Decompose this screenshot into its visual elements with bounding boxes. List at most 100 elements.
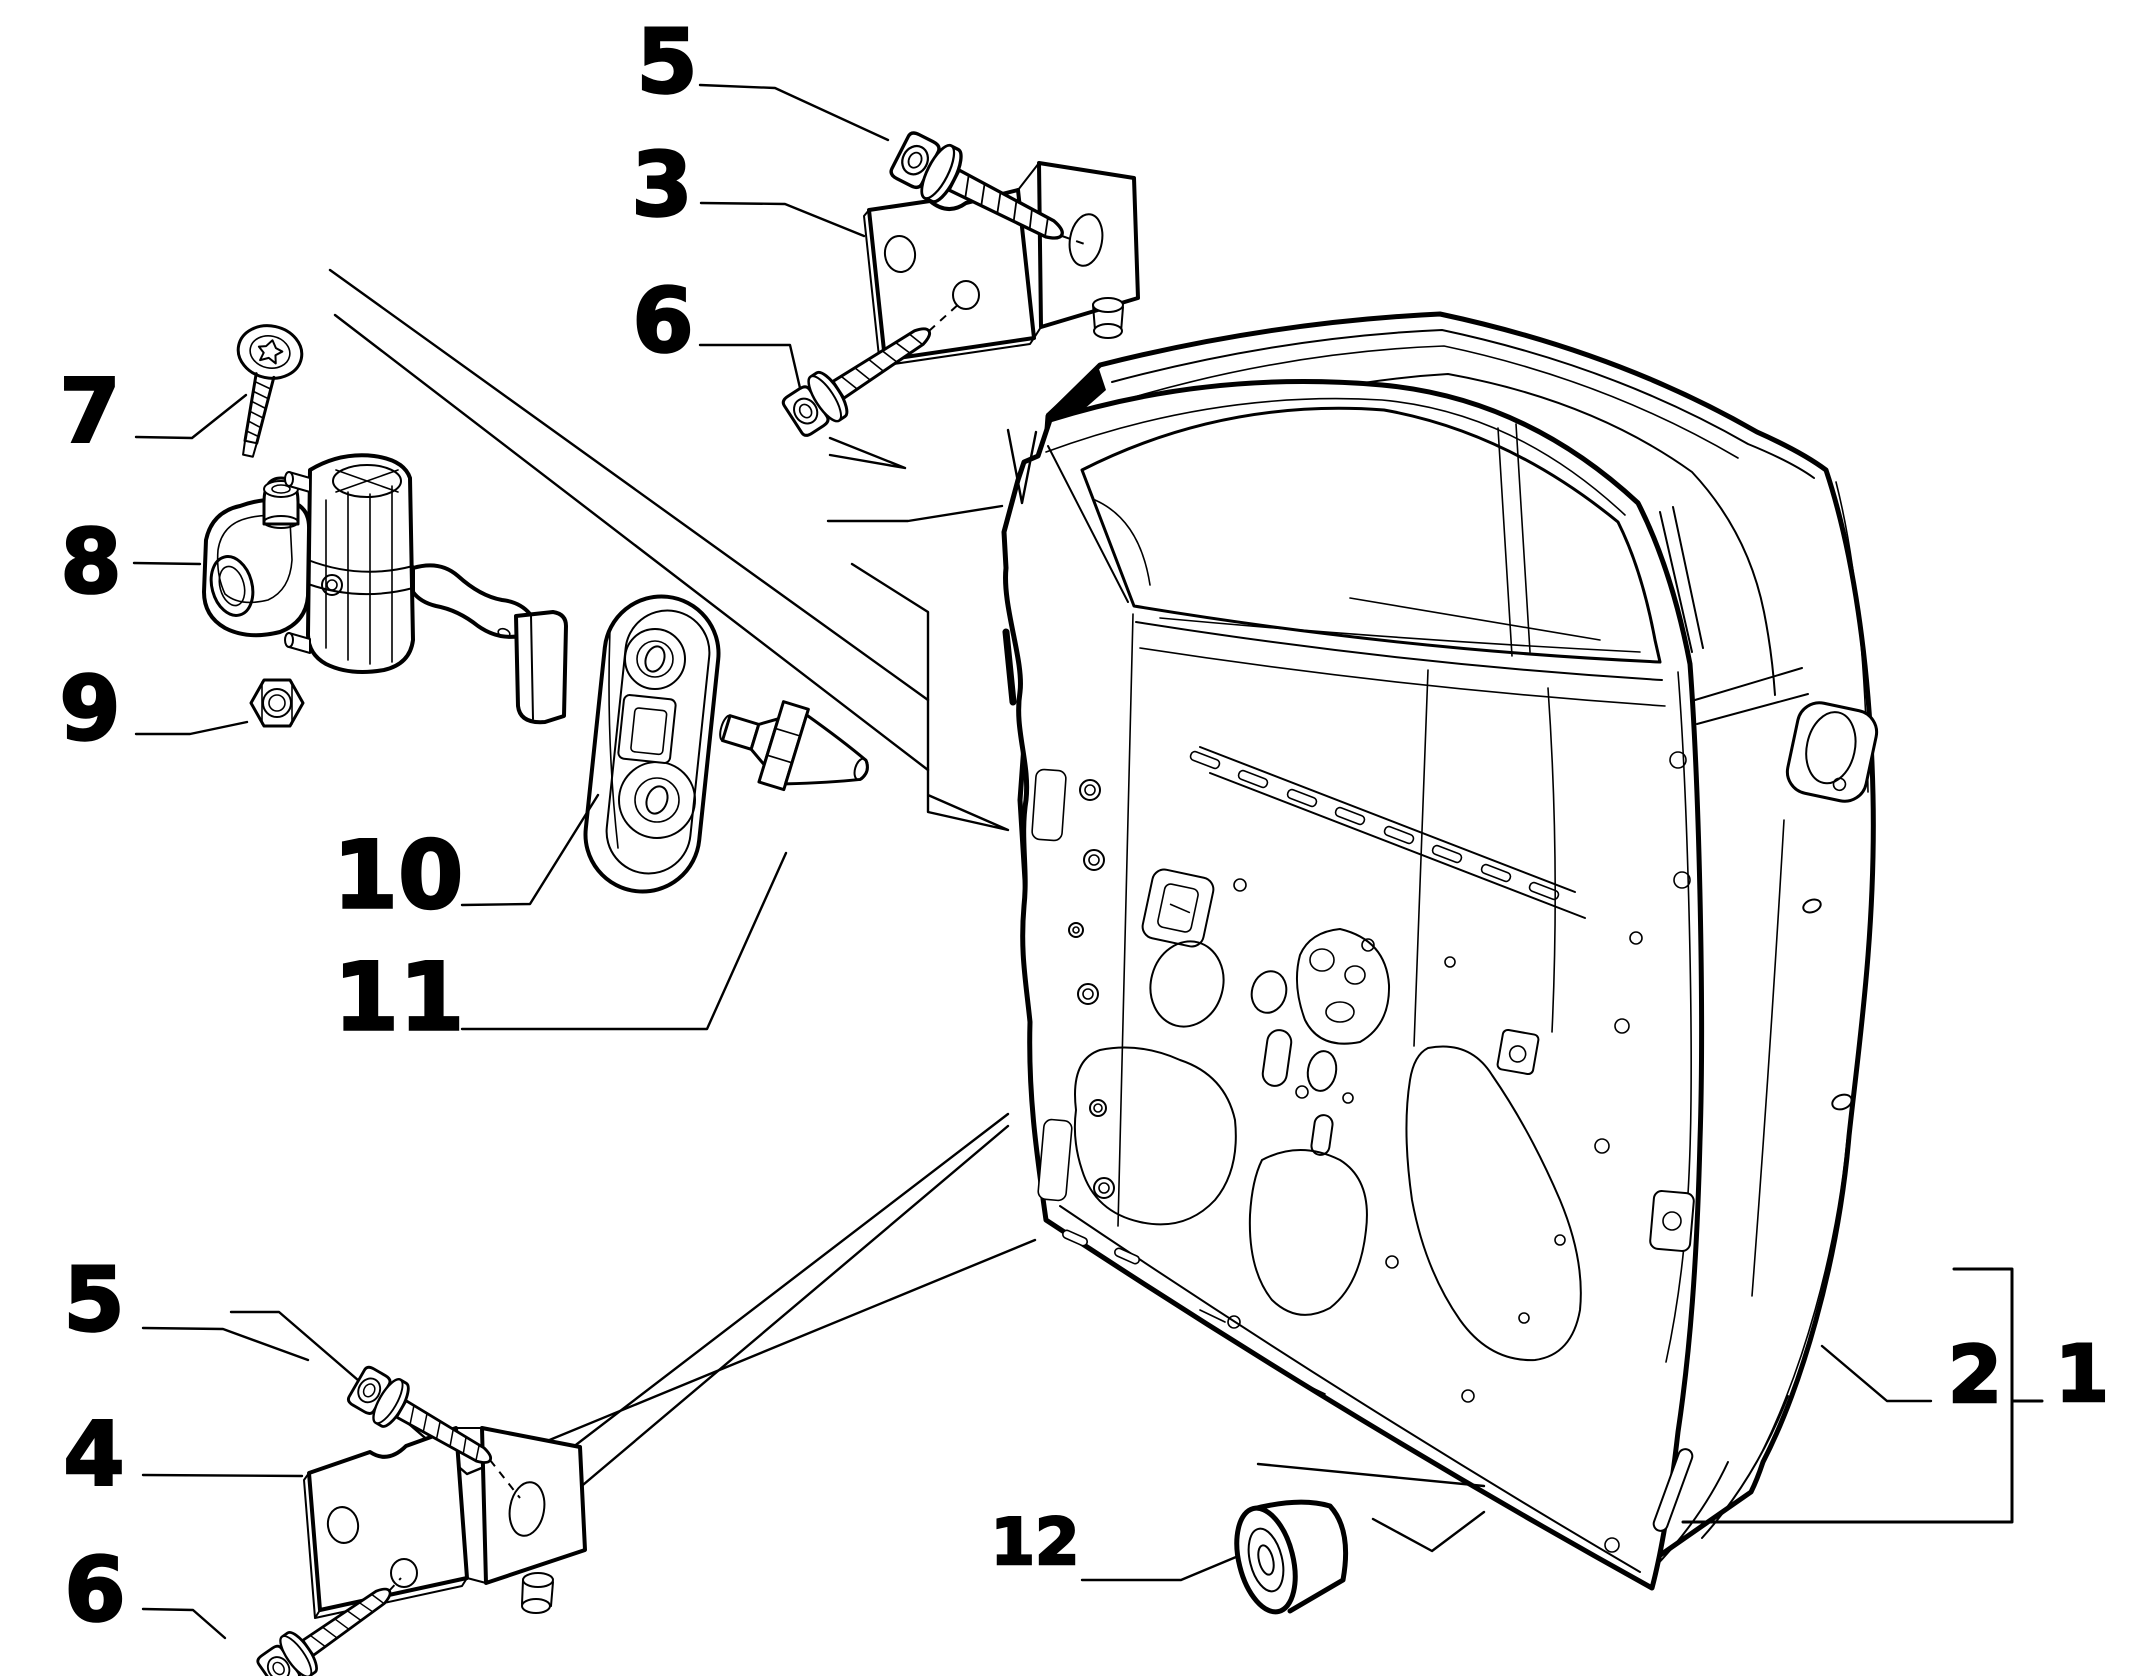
callout-label-8: 8 xyxy=(60,511,121,614)
lower-group-line-c xyxy=(556,1124,1010,1508)
bolt-axis-dash xyxy=(388,1577,402,1592)
buffer-pointer-a xyxy=(1256,1462,1486,1488)
check-strap-end xyxy=(514,610,568,725)
outer-skin-crease xyxy=(1751,819,1785,1297)
upper-group-arrow xyxy=(828,436,907,470)
leader-9 xyxy=(134,720,249,736)
lower-group-line-b xyxy=(528,1112,1010,1482)
leader-4 xyxy=(141,1473,304,1478)
bracket-1 xyxy=(1681,1267,2044,1524)
lower-front-cutout xyxy=(1073,1046,1237,1226)
mid-crease xyxy=(1413,669,1429,1047)
upper-group-elbow xyxy=(826,504,1004,523)
callout-label-7: 7 xyxy=(59,360,120,463)
latch-hole xyxy=(1662,1211,1682,1231)
rear-drain-slot xyxy=(1652,1448,1694,1532)
part-door-check-group xyxy=(202,324,869,894)
latch-reinforcement xyxy=(1496,1028,1540,1076)
leader-12 xyxy=(1080,1555,1238,1582)
rear-edge-inner-line xyxy=(1665,671,1692,1363)
leader-6-bottom xyxy=(141,1607,227,1640)
handle-cutout xyxy=(1141,868,1215,948)
callout-label-1: 1 xyxy=(2055,1330,2109,1420)
rear-crease xyxy=(1547,687,1556,1033)
regulator-cutout xyxy=(1296,928,1391,1045)
front-edge-reinforcement xyxy=(1002,628,1017,706)
sill-slot xyxy=(1113,1247,1141,1265)
outer-beltline-stub xyxy=(1694,667,1809,725)
bolt-axis-dash xyxy=(928,301,962,332)
check-strap-stud xyxy=(719,700,869,792)
check-group-diagonal-b xyxy=(333,313,930,772)
leader-5-bottom xyxy=(141,1326,310,1362)
lower-mid-cutout xyxy=(1248,1149,1368,1316)
quarter-channel-line xyxy=(1094,499,1151,586)
check-anchor-plate xyxy=(583,594,721,894)
beltline-line xyxy=(1135,621,1663,681)
leader-5-top xyxy=(698,83,890,142)
sill-slot xyxy=(1061,1229,1089,1247)
outer-lock-hole xyxy=(1802,898,1822,914)
front-crease xyxy=(1117,613,1134,1227)
callout-label-6-bottom: 6 xyxy=(64,1539,125,1642)
beltline-line2 xyxy=(1139,647,1666,707)
callout-label-5-top: 5 xyxy=(636,11,697,114)
callout-label-5-bottom: 5 xyxy=(63,1249,124,1352)
window-frame-front-line xyxy=(1047,445,1129,603)
torx-screw xyxy=(236,324,304,458)
sill-inner-line xyxy=(1059,1205,1641,1573)
pillar-sash-lines xyxy=(1659,506,1704,653)
leader-6-top xyxy=(698,343,802,390)
lower-group-line-a xyxy=(229,1238,1037,1476)
upper-hinge-bracket xyxy=(863,161,1140,367)
front-edge-grommets xyxy=(1068,779,1115,1199)
check-strap-arm xyxy=(411,563,532,639)
leader-10 xyxy=(460,793,600,907)
part-upper-hinge-group xyxy=(777,124,1140,443)
check-group-diagonal-a xyxy=(328,268,930,702)
bolt-axis-dash xyxy=(1061,235,1091,247)
sill-ticks xyxy=(1199,1309,1326,1395)
hex-nut xyxy=(249,678,305,728)
sash-channel-lines xyxy=(1497,423,1531,657)
callout-label-9: 9 xyxy=(59,658,120,761)
check-group-bracket xyxy=(850,562,1010,832)
callout-label-12: 12 xyxy=(990,1506,1079,1580)
panel-holes xyxy=(1227,751,1691,1553)
window-opening xyxy=(1080,406,1662,664)
latch-cutout xyxy=(1649,1190,1695,1252)
hinge-pocket-upper xyxy=(1031,768,1067,842)
callout-label-3: 3 xyxy=(631,134,692,237)
callout-label-2: 2 xyxy=(1948,1331,2002,1421)
impact-beam-band xyxy=(1199,746,1586,919)
outer-roof-rail-line2 xyxy=(1123,345,1739,459)
lock-side-cutout xyxy=(1405,1045,1582,1362)
inner-panel-cutouts xyxy=(1073,868,1582,1362)
leader-8 xyxy=(132,561,202,566)
outer-small-hole xyxy=(1831,1093,1853,1111)
window-frame-mid-line xyxy=(1045,397,1626,516)
leader-11 xyxy=(460,851,788,1031)
bracket-weld-stud xyxy=(1092,297,1124,339)
outer-rear-edge-line2 xyxy=(1762,1139,1848,1451)
bracket-weld-stud xyxy=(521,1572,554,1614)
callout-label-11: 11 xyxy=(334,944,465,1053)
part-lower-hinge-group xyxy=(252,1360,587,1676)
upper-hinge-bolt xyxy=(777,307,945,443)
lower-hinge-bracket xyxy=(303,1426,587,1619)
callout-leaders xyxy=(132,83,2044,1640)
outer-door-handle-recess xyxy=(1785,701,1879,803)
door-check-strap xyxy=(202,453,568,725)
part-door-buffer xyxy=(1234,1499,1349,1615)
callout-labels: 5 3 6 7 8 9 10 11 5 4 6 12 2 1 xyxy=(58,9,2110,1643)
callout-label-4: 4 xyxy=(63,1403,124,1506)
callout-label-6-top: 6 xyxy=(632,270,693,373)
door-inner-panel xyxy=(1001,379,1705,1591)
buffer-pointer-b xyxy=(1371,1510,1486,1553)
through-window-beltline xyxy=(1159,597,1641,653)
leader-2 xyxy=(1820,1344,1933,1403)
leader-7 xyxy=(134,393,248,440)
impact-beam-slots xyxy=(1189,750,1560,901)
